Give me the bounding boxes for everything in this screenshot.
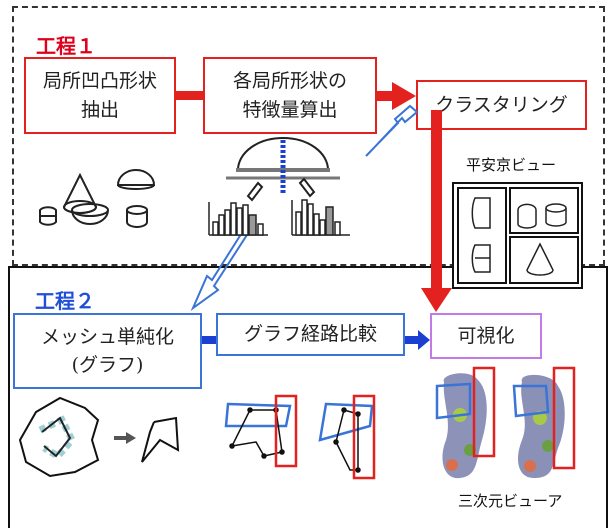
connector-mesh-graph bbox=[202, 336, 216, 344]
heian-view-shapes bbox=[471, 197, 567, 276]
mesh-simplification-box: メッシュ単純化 (グラフ) bbox=[13, 313, 202, 389]
connector-2-3-arrow bbox=[392, 82, 416, 110]
heian-view-caption: 平安京ビュー bbox=[466, 156, 557, 174]
3d-viewer-molecule-1 bbox=[435, 366, 496, 479]
clustering-text: クラスタリング bbox=[435, 93, 568, 116]
3d-viewer-caption: 三次元ビューア bbox=[458, 492, 563, 510]
local-shape-extraction-box: 局所凹凸形状 抽出 bbox=[24, 57, 176, 134]
connector-2-3-bar bbox=[377, 91, 393, 101]
feature-calculation-text: 各局所形状の 特徴量算出 bbox=[232, 70, 347, 121]
heian-view-grid bbox=[452, 182, 583, 289]
clustering-to-visualize-head bbox=[421, 288, 452, 312]
connector-graph-visual-bar bbox=[405, 336, 419, 344]
local-shape-extraction-text: 局所凹凸形状 抽出 bbox=[42, 70, 157, 121]
connector-graph-visual-arrow bbox=[418, 330, 430, 350]
graph-compare-1 bbox=[224, 394, 298, 468]
process2-region bbox=[8, 266, 608, 528]
graph-compare-2 bbox=[318, 394, 376, 480]
process1-label: 工程１ bbox=[36, 34, 96, 58]
clustering-box: クラスタリング bbox=[416, 80, 587, 130]
connector-1-2 bbox=[176, 91, 203, 100]
3d-viewer-molecule-2 bbox=[512, 366, 576, 478]
histogram-right bbox=[291, 199, 350, 236]
feature-calculation-box: 各局所形状の 特徴量算出 bbox=[203, 57, 377, 134]
graph-path-comparison-text: グラフ経路比較 bbox=[243, 323, 377, 346]
feature-calc-illustration bbox=[226, 137, 340, 202]
mesh-simplification-text: メッシュ単純化 (グラフ) bbox=[40, 325, 174, 377]
visualization-box: 可視化 bbox=[430, 313, 542, 359]
histogram-left bbox=[208, 202, 268, 236]
visualization-text: 可視化 bbox=[457, 324, 515, 347]
graph-path-comparison-box: グラフ経路比較 bbox=[216, 313, 405, 356]
local-shape-icons bbox=[39, 169, 156, 228]
process1-region bbox=[12, 6, 605, 266]
hollow-arrow-to-clustering bbox=[365, 104, 419, 157]
mesh-simplification-illustration bbox=[18, 396, 180, 478]
process2-label: 工程２ bbox=[35, 289, 95, 313]
clustering-to-visualize-shaft bbox=[431, 110, 442, 290]
